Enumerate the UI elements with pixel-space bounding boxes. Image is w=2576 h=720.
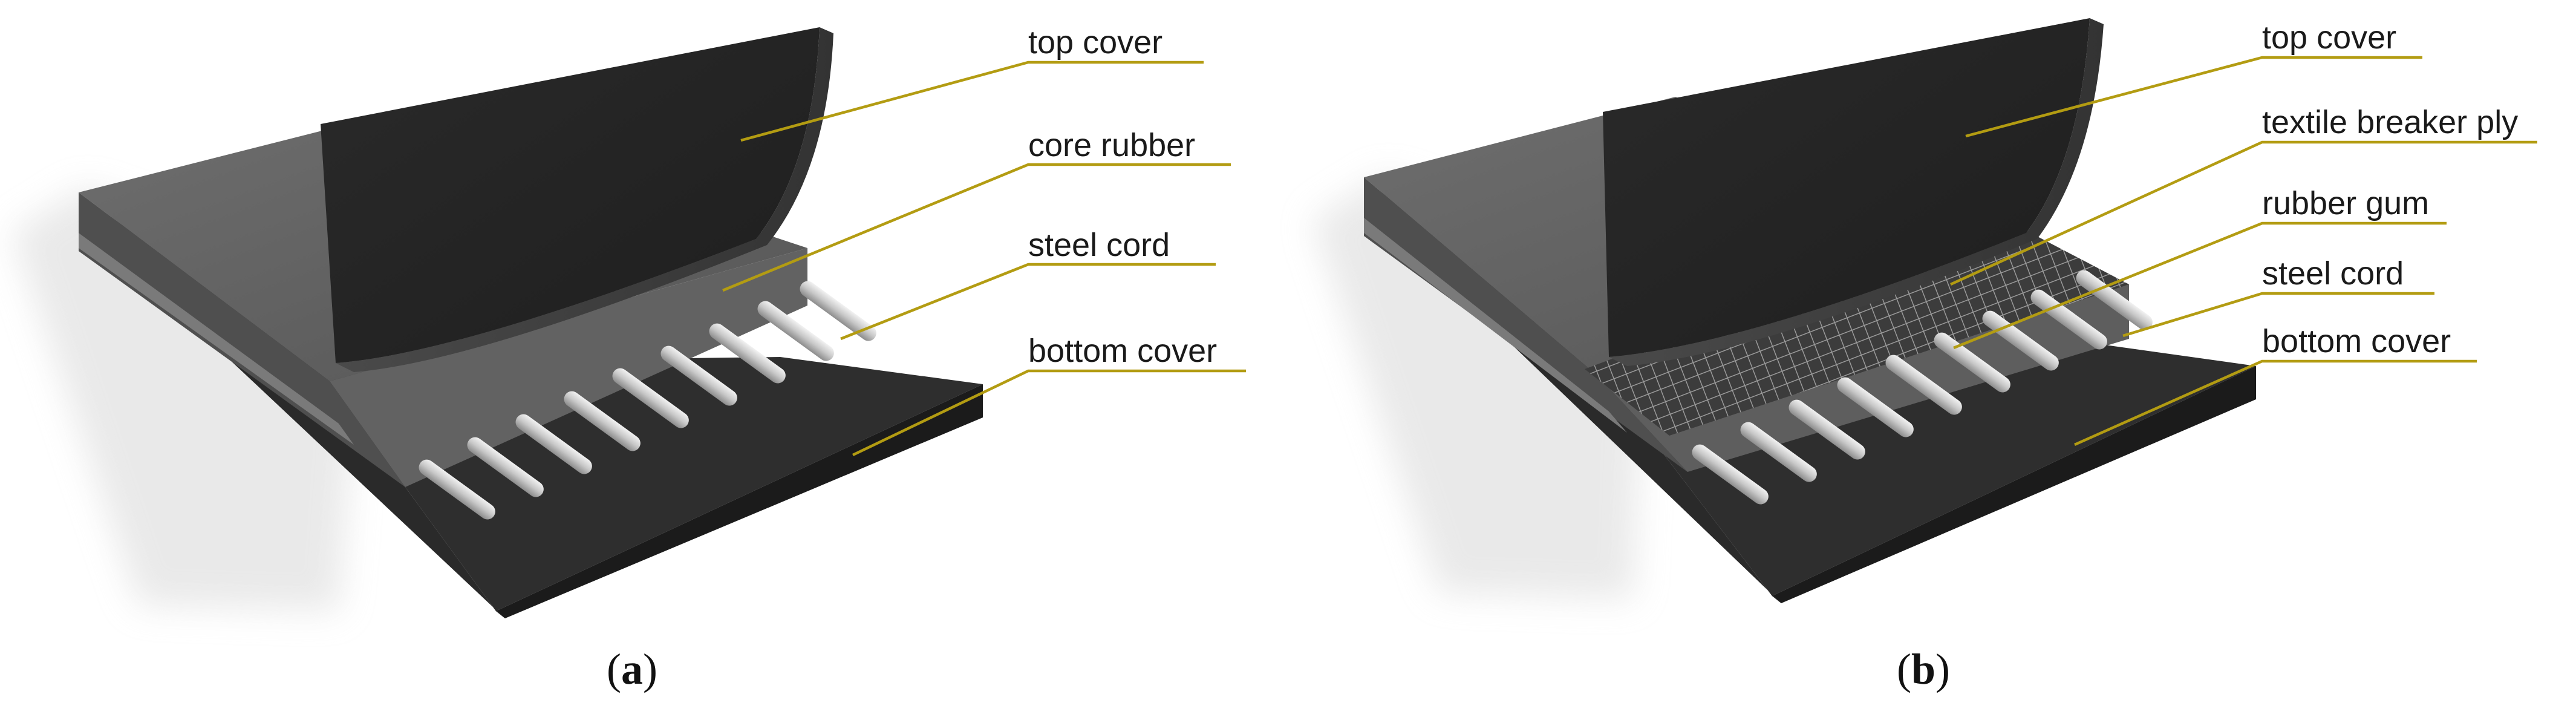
steel-cord [1934, 332, 2010, 393]
caption-a-letter: a [621, 645, 643, 693]
steel-cord [1837, 377, 1914, 437]
label-steel-cord-b: steel cord [2262, 255, 2404, 292]
steel-cord [660, 345, 737, 406]
textile-breaker-ply-mesh-b [1585, 215, 2129, 436]
steel-cord [467, 437, 544, 497]
leader-bottom-cover-a [852, 369, 1246, 457]
steel-cord [564, 391, 641, 451]
leader-bottom-cover-b [2074, 359, 2477, 447]
panel-a: top cover core rubber steel cord bottom … [12, 24, 1246, 693]
upper-body-left-face-b [1364, 177, 1687, 472]
rubber-gum-band-b [1364, 218, 1627, 433]
leader-steel-cord-a [840, 263, 1216, 341]
caption-a: (a) [607, 645, 657, 693]
leader-steel-cord-b [2122, 292, 2434, 338]
steel-cord [612, 368, 689, 428]
label-top-cover-b: top cover [2262, 19, 2396, 56]
label-top-cover-a: top cover [1028, 24, 1162, 61]
steel-cord [1692, 444, 1769, 505]
panel-a-belt-illustration [12, 27, 983, 618]
bottom-cover-front-face-b [1772, 366, 2256, 603]
top-cover-flap-back-a [321, 27, 820, 363]
steel-cord [1789, 399, 1865, 460]
steel-cord [1885, 355, 1962, 415]
steel-cord [1740, 422, 1817, 482]
label-bottom-cover-b: bottom cover [2262, 323, 2451, 359]
panel-b: top cover textile breaker ply rubber gum… [1312, 18, 2537, 693]
steel-cords-b [1692, 270, 2153, 505]
top-cover-flap-edge-b [1609, 18, 2104, 366]
top-cover-flap-edge-a [336, 27, 833, 372]
leader-rubber-gum-b [1953, 221, 2447, 350]
steel-cord [800, 281, 876, 341]
bottom-cover-front-face-a [496, 384, 983, 618]
leader-textile-breaker-ply-b [1950, 140, 2537, 286]
leader-top-cover-a [740, 61, 1204, 142]
panel-b-belt-illustration [1312, 18, 2256, 603]
label-steel-cord-a: steel cord [1028, 227, 1170, 263]
steel-cord [419, 459, 495, 520]
leader-lines-a [722, 61, 1246, 457]
leader-lines-b [1950, 56, 2537, 447]
steel-cord [757, 301, 834, 361]
label-textile-breaker-ply-b: textile breaker ply [2262, 104, 2518, 140]
label-core-rubber-a: core rubber [1028, 127, 1195, 163]
leader-core-rubber-a [722, 163, 1231, 292]
steel-cords-a [419, 281, 876, 520]
steel-cord [2030, 289, 2107, 350]
caption-b: (b) [1897, 645, 1950, 693]
top-cover-flap-back-b [1603, 18, 2090, 357]
steel-cord [1982, 310, 2059, 371]
leader-top-cover-b [1965, 56, 2422, 138]
steel-cord [515, 414, 592, 474]
label-bottom-cover-a: bottom cover [1028, 333, 1217, 369]
core-rubber-band-a [79, 233, 354, 445]
steel-cord [2076, 270, 2153, 330]
label-rubber-gum-b: rubber gum [2262, 185, 2429, 221]
steel-cord [709, 323, 786, 384]
caption-b-letter: b [1911, 645, 1935, 693]
upper-body-front-face-a [330, 248, 807, 487]
